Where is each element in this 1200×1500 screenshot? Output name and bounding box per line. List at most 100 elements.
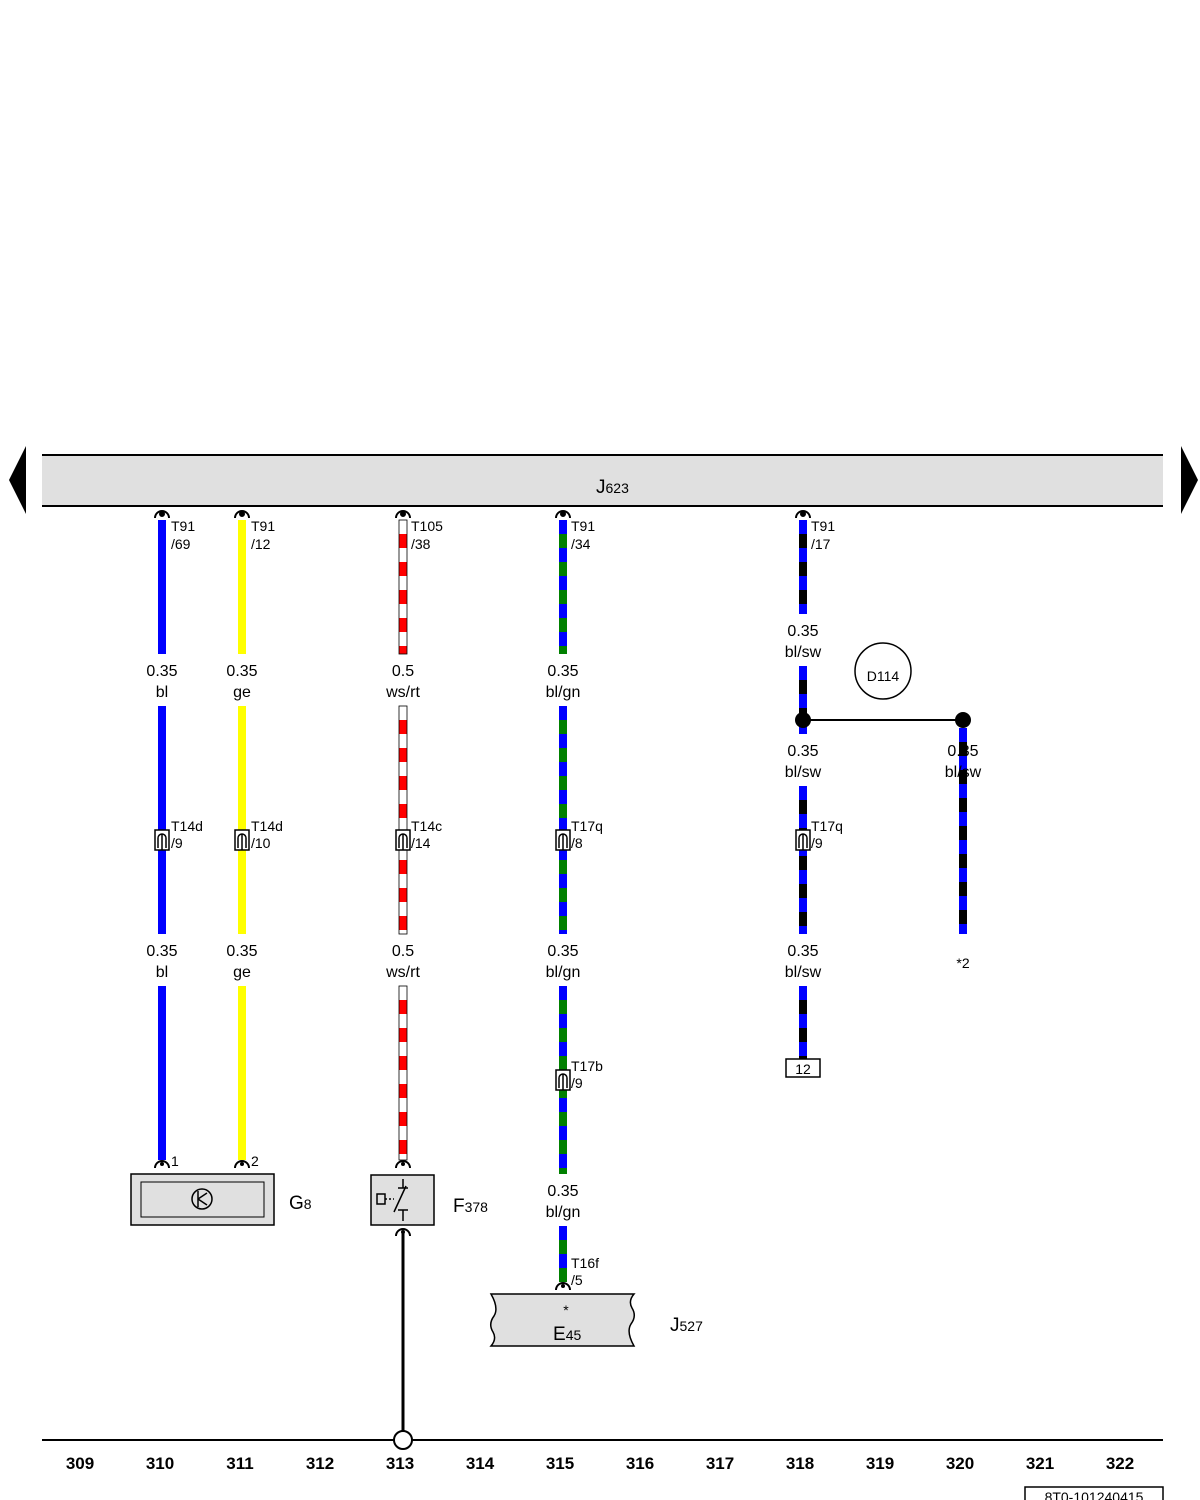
wire-stripe (799, 912, 807, 926)
connector-pin: /69 (171, 536, 191, 552)
wire-stripe (559, 720, 567, 734)
wire-size: 0.35 (226, 943, 257, 960)
wire-size: 0.35 (547, 1183, 578, 1200)
wire-stripe (399, 1056, 407, 1070)
wire-stripe (959, 742, 967, 756)
pin-label: 1 (171, 1153, 179, 1169)
wire-stripe (399, 1000, 407, 1014)
column-number: 321 (1026, 1454, 1054, 1473)
component-label: F378 (453, 1196, 488, 1217)
wire-stripe (959, 910, 967, 924)
wire-color: bl (156, 964, 168, 981)
column-number: 311 (226, 1454, 253, 1473)
connector-pin: /17 (811, 536, 831, 552)
right-arrow-icon[interactable] (1181, 446, 1198, 514)
connector-pin: /9 (571, 1075, 583, 1091)
wire-stripe (959, 882, 967, 896)
wire-stripe (559, 1098, 567, 1112)
wire-segment (238, 520, 246, 654)
wire-stripe (559, 562, 567, 576)
wire-stripe (399, 548, 407, 562)
connector-name: T14c (411, 818, 442, 834)
wire-stripe (559, 930, 567, 934)
column-number: 317 (706, 1454, 734, 1473)
wire-stripe (399, 888, 407, 902)
column-number: 309 (66, 1454, 94, 1473)
inline-connector-icon (555, 1069, 571, 1091)
wire-stripe (559, 1112, 567, 1126)
top-pins (154, 510, 811, 519)
wire-stripe (799, 1000, 807, 1014)
connector-pin: /8 (571, 835, 583, 851)
wire-stripe (399, 632, 407, 646)
inline-connector-labels: T14d /9 T14d /10 T14c /14 T17q /8 T17q /… (171, 818, 843, 1091)
column-number: 320 (946, 1454, 974, 1473)
wire-stripe (399, 790, 407, 804)
connector-name: T14d (171, 818, 203, 834)
column-number: 315 (546, 1454, 574, 1473)
wire-stripe (559, 1268, 567, 1282)
wire-stripe (959, 896, 967, 910)
wire-stripe (399, 930, 407, 934)
wire-stripe (799, 694, 807, 708)
wire-stripe (399, 986, 407, 1000)
inline-connectors (154, 829, 811, 1091)
inline-connector-icon (555, 829, 571, 851)
wire-stripe (399, 720, 407, 734)
wire-stripe (799, 590, 807, 604)
connector-name: T17b (571, 1058, 603, 1074)
component-star: * (563, 1302, 569, 1318)
connector-name: T17q (571, 818, 603, 834)
component-f378: F378 (370, 1160, 488, 1237)
wire-stripe (559, 790, 567, 804)
wire-stripe (959, 784, 967, 798)
wire-stripe (959, 924, 967, 934)
component-inner-label: E45 (553, 1324, 581, 1345)
wire-stripe (559, 916, 567, 930)
wire-stripe (799, 870, 807, 884)
wire-color: bl/sw (785, 764, 822, 781)
wire-stripe (399, 762, 407, 776)
wire-stripe (959, 840, 967, 854)
component-label: G8 (289, 1193, 312, 1214)
wire-stripe (399, 1028, 407, 1042)
wire-stripe (799, 1028, 807, 1042)
wire-stripe (559, 618, 567, 632)
wire-stripe (399, 1126, 407, 1140)
wire-stripe (399, 748, 407, 762)
wire-outline (398, 519, 408, 655)
wire-stripe (559, 902, 567, 916)
terminal-12: 12 (785, 1058, 821, 1078)
wire-color: bl/sw (945, 764, 982, 781)
column-number: 312 (306, 1454, 334, 1473)
connector-pin: /10 (251, 835, 271, 851)
wire-stripe (799, 800, 807, 814)
wire-stripe (399, 1084, 407, 1098)
wire-stripe (959, 826, 967, 840)
footer-code-box: 8T0-101240415 (1024, 1486, 1164, 1500)
wire-color: bl/sw (785, 964, 822, 981)
wire-stripe (799, 520, 807, 534)
pin-label: 2 (251, 1153, 259, 1169)
wire-color: ge (233, 684, 251, 701)
connector-name: T17q (811, 818, 843, 834)
wire-size: 0.35 (947, 743, 978, 760)
wire-stripe (559, 734, 567, 748)
wire-stripe (959, 798, 967, 812)
wire-stripe (799, 1042, 807, 1056)
column-number: 316 (626, 1454, 654, 1473)
connector-pin: /34 (571, 536, 591, 552)
left-arrow-icon[interactable] (9, 446, 26, 514)
wire-stripe (799, 986, 807, 1000)
wire-size: 0.35 (146, 943, 177, 960)
wire-size: 0.5 (392, 663, 414, 680)
top-connector-labels: T91 /69 T91 /12 T105 /38 T91 /34 T91 /17 (171, 518, 835, 552)
wire-stripe (559, 888, 567, 902)
control-unit-j623: J623 (42, 454, 1163, 507)
column-number: 318 (786, 1454, 814, 1473)
wire-stripe (799, 898, 807, 912)
connector-name: T14d (251, 818, 283, 834)
wire-stripe (399, 1042, 407, 1056)
wire-size: 0.35 (146, 663, 177, 680)
